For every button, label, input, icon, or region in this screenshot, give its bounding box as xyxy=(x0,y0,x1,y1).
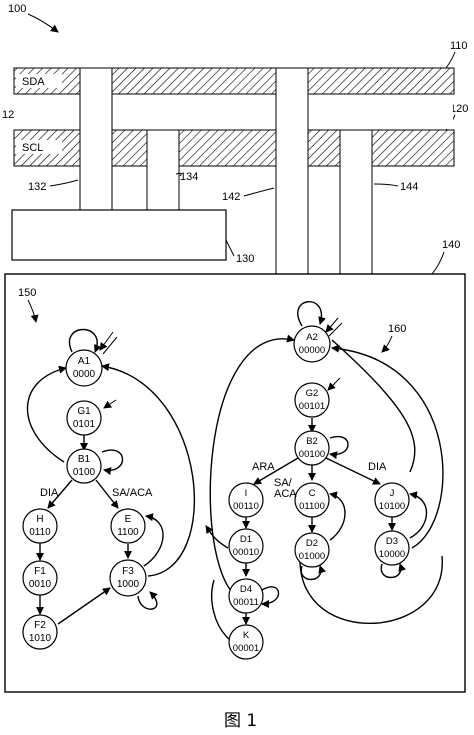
connection-lines xyxy=(15,67,453,275)
edge-label-sa-aca-2: SA/ACA xyxy=(274,477,297,500)
ref-132-leader xyxy=(49,179,79,187)
state-a1: A1 0000 xyxy=(65,349,103,387)
state-g2-name: G2 xyxy=(306,388,319,399)
state-g1-code: 0101 xyxy=(73,419,96,430)
state-h-code: 0110 xyxy=(29,527,51,538)
state-f2-code: 1010 xyxy=(29,633,52,644)
state-k-name: K xyxy=(243,630,250,641)
machine-160-edges xyxy=(205,301,444,641)
state-f2-name: F2 xyxy=(34,620,46,631)
sda-label: SDA xyxy=(22,76,45,88)
state-g1-name: G1 xyxy=(77,406,91,417)
state-b1-code: 0100 xyxy=(73,467,96,478)
state-h-name: H xyxy=(36,514,43,525)
state-a2: A2 00000 xyxy=(293,325,331,363)
state-b2-code: 00100 xyxy=(299,449,325,460)
state-g2: G2 00101 xyxy=(294,382,330,418)
state-i: I 00110 xyxy=(228,482,264,518)
state-b1: B1 0100 xyxy=(66,448,102,484)
state-b2: B2 00100 xyxy=(294,430,330,466)
ref-100: 100 xyxy=(8,3,26,15)
state-d3: D3 10000 xyxy=(374,530,410,566)
ref-142-leader xyxy=(243,187,275,197)
state-h: H 0110 xyxy=(22,508,58,544)
ref-134: 134 xyxy=(180,171,198,183)
state-d1-name: D1 xyxy=(240,534,252,545)
ref-142: 142 xyxy=(222,191,240,203)
edge-label-dia-2: DIA xyxy=(368,461,387,473)
machine-150-nodes: A1 0000 G1 0101 B1 0100 H 0110 E 1100 F1… xyxy=(22,349,147,650)
state-d2: D2 01000 xyxy=(294,532,330,568)
state-i-name: I xyxy=(245,488,248,499)
state-a1-code: 0000 xyxy=(73,369,96,380)
state-f3-name: F3 xyxy=(122,566,134,577)
figure-caption: 图 1 xyxy=(224,711,257,731)
ref-140-leader xyxy=(431,251,445,275)
ref-110: 110 xyxy=(450,40,468,52)
state-c-name: C xyxy=(309,488,316,499)
state-j-code: 10100 xyxy=(379,501,405,512)
state-d1: D1 00010 xyxy=(228,528,264,564)
state-f1: F1 0010 xyxy=(22,560,58,596)
state-d1-code: 00010 xyxy=(233,547,259,558)
ref-144: 144 xyxy=(400,181,418,193)
scl-label: SCL xyxy=(22,142,43,154)
state-b1-name: B1 xyxy=(78,454,91,465)
state-e: E 1100 xyxy=(110,508,146,544)
ref-100-arrow xyxy=(27,13,59,33)
ref-130-leader xyxy=(225,239,235,257)
state-i-code: 00110 xyxy=(233,501,259,512)
ref-132: 132 xyxy=(28,181,46,193)
state-e-code: 1100 xyxy=(117,527,139,538)
ref-130: 130 xyxy=(236,253,254,265)
machine-150-edges xyxy=(26,328,196,625)
ref-150: 150 xyxy=(18,287,36,299)
state-d2-name: D2 xyxy=(306,538,318,549)
edge-label-ara: ARA xyxy=(252,461,275,473)
state-j: J 10100 xyxy=(374,482,410,518)
ref-120: 120 xyxy=(450,103,468,115)
state-f2: F2 1010 xyxy=(22,614,58,650)
ref-110-leader xyxy=(445,51,456,69)
state-d4-name: D4 xyxy=(240,584,252,595)
state-e-name: E xyxy=(125,514,132,525)
machine-160-nodes: A2 00000 G2 00101 B2 00100 I 00110 C 011… xyxy=(228,325,410,660)
state-a2-name: A2 xyxy=(306,332,318,343)
edge-label-dia-1: DIA xyxy=(40,487,59,499)
state-f1-name: F1 xyxy=(34,566,46,577)
state-d3-code: 10000 xyxy=(379,549,405,560)
state-c: C 01100 xyxy=(294,482,330,518)
state-g1: G1 0101 xyxy=(66,400,102,436)
state-j-name: J xyxy=(390,488,395,499)
ref-140: 140 xyxy=(442,239,460,251)
state-k-code: 00001 xyxy=(233,643,259,654)
state-d4-code: 00011 xyxy=(233,597,259,608)
state-k: K 00001 xyxy=(228,624,264,660)
state-d4: D4 00011 xyxy=(228,578,264,614)
state-f3: F3 1000 xyxy=(109,559,147,597)
state-a2-code: 00000 xyxy=(299,345,325,356)
state-a1-name: A1 xyxy=(78,356,91,367)
state-g2-code: 00101 xyxy=(299,401,325,412)
ref-134-leader xyxy=(175,172,182,177)
device-130-box xyxy=(11,209,227,261)
state-d3-name: D3 xyxy=(386,536,398,547)
ref-160-arrow xyxy=(381,335,393,353)
state-c-code: 01100 xyxy=(299,501,325,512)
ref-150-arrow xyxy=(27,299,39,323)
state-b2-name: B2 xyxy=(306,436,318,447)
edge-label-sa-aca-1: SA/ACA xyxy=(112,487,153,499)
state-f1-code: 0010 xyxy=(29,579,52,590)
ref-160: 160 xyxy=(388,323,406,335)
ref-144-leader xyxy=(373,183,399,187)
state-d2-code: 01000 xyxy=(299,551,325,562)
state-f3-code: 1000 xyxy=(117,579,140,590)
